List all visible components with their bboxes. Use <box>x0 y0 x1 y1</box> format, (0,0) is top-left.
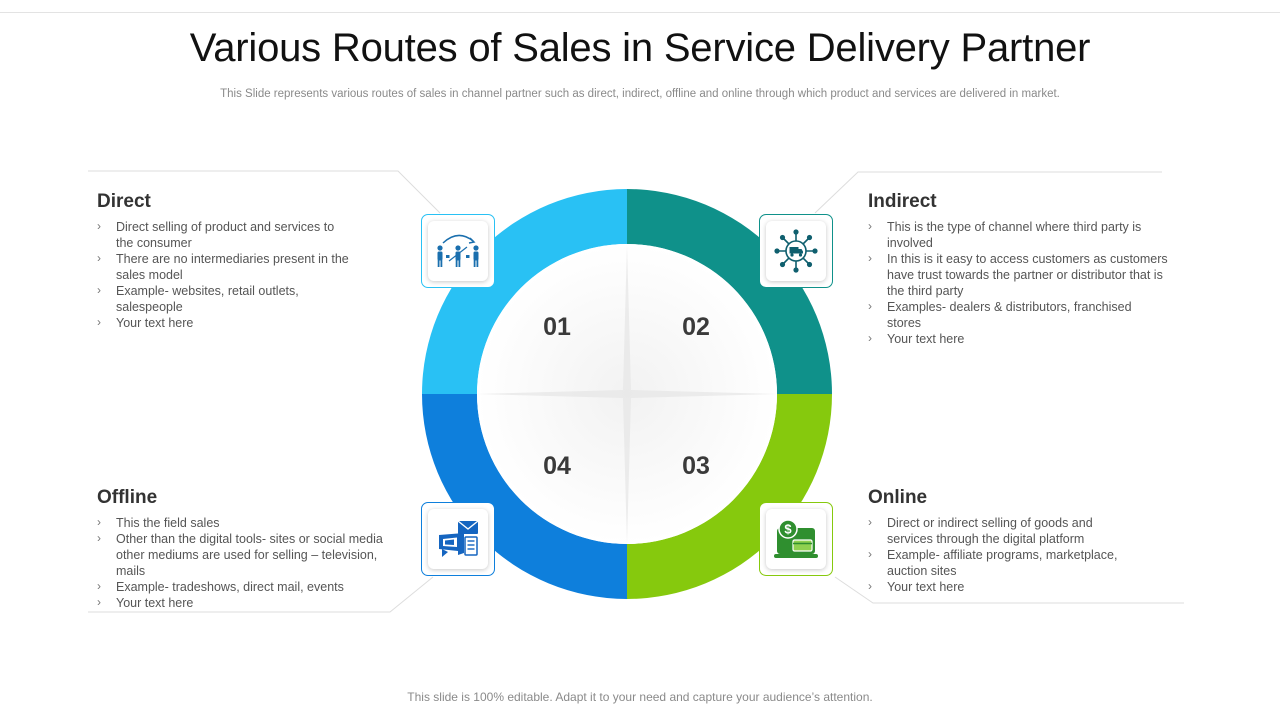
page-title: Various Routes of Sales in Service Deliv… <box>189 26 1091 70</box>
leader-line-indirect <box>814 171 1162 214</box>
icon-frame-offline <box>421 502 495 576</box>
svg-text:$: $ <box>784 522 792 537</box>
block-offline: Offline This the field sales Other than … <box>97 487 407 611</box>
list-item: Example- affiliate programs, marketplace… <box>868 546 1118 579</box>
segment-number-04: 04 <box>543 452 571 480</box>
icon-frame-online: $ <box>759 502 833 576</box>
megaphone-mail-icon <box>439 520 479 557</box>
ring-segment-indirect <box>627 189 832 394</box>
top-rule <box>0 12 1280 13</box>
distribution-network-icon <box>774 229 818 273</box>
icon-frame-indirect <box>759 214 833 288</box>
block-direct: Direct Direct selling of product and ser… <box>97 191 352 331</box>
page-footer: This slide is 100% editable. Adapt it to… <box>407 690 873 704</box>
leader-line-direct <box>88 170 441 214</box>
people-exchange-icon <box>437 234 479 267</box>
list-item: There are no intermediaries present in t… <box>97 250 352 283</box>
bullet-list-indirect: This is the type of channel where third … <box>868 218 1168 347</box>
ring-segment-direct <box>422 189 627 394</box>
ring-segment-offline <box>422 394 627 599</box>
online-payment-icon: $ <box>774 519 818 558</box>
ring-segment-online <box>627 394 832 599</box>
page-subtitle: This Slide represents various routes of … <box>220 88 1060 100</box>
block-heading-indirect: Indirect <box>868 191 937 212</box>
list-item: Direct selling of product and services t… <box>97 218 352 251</box>
leader-line-online <box>834 576 1184 604</box>
list-item: Your text here <box>97 314 352 331</box>
list-item: Example- tradeshows, direct mail, events <box>97 578 407 595</box>
icon-tile-offline <box>428 509 488 569</box>
center-crease <box>477 244 777 544</box>
list-item: Other than the digital tools- sites or s… <box>97 530 407 579</box>
icon-frame-direct <box>421 214 495 288</box>
icon-tile-indirect <box>766 221 826 281</box>
list-item: In this is it easy to access customers a… <box>868 250 1168 299</box>
bullet-list-online: Direct or indirect selling of goods and … <box>868 514 1118 595</box>
list-item: Direct or indirect selling of goods and … <box>868 514 1118 547</box>
block-heading-direct: Direct <box>97 191 151 212</box>
list-item: Your text here <box>868 578 1118 595</box>
block-online: Online Direct or indirect selling of goo… <box>868 487 1118 595</box>
leader-line-offline <box>88 576 434 613</box>
segment-number-03: 03 <box>682 452 710 480</box>
block-indirect: Indirect This is the type of channel whe… <box>868 191 1168 347</box>
list-item: This is the type of channel where third … <box>868 218 1168 251</box>
list-item: Your text here <box>97 594 407 611</box>
segment-number-01: 01 <box>543 313 571 341</box>
block-heading-online: Online <box>868 487 928 508</box>
bullet-list-offline: This the field sales Other than the digi… <box>97 514 407 611</box>
list-item: Your text here <box>868 330 1168 347</box>
icon-tile-online: $ <box>766 509 826 569</box>
list-item: Examples- dealers & distributors, franch… <box>868 298 1168 331</box>
list-item: Example- websites, retail outlets, sales… <box>97 282 352 315</box>
bullet-list-direct: Direct selling of product and services t… <box>97 218 352 331</box>
block-heading-offline: Offline <box>97 487 158 508</box>
segment-number-02: 02 <box>682 313 710 341</box>
list-item: This the field sales <box>97 514 407 531</box>
icon-tile-direct <box>428 221 488 281</box>
